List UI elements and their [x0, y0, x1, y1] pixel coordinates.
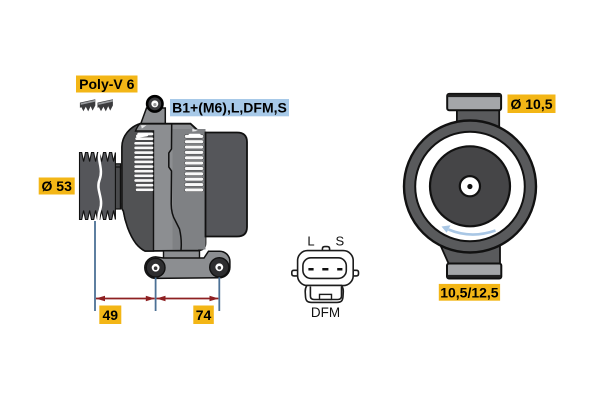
svg-text:Ø 53: Ø 53	[42, 178, 73, 194]
svg-text:L: L	[307, 233, 314, 248]
svg-text:49: 49	[103, 307, 119, 323]
svg-text:Poly-V 6: Poly-V 6	[79, 76, 134, 92]
svg-text:B1+(M6),L,DFM,S: B1+(M6),L,DFM,S	[172, 100, 287, 116]
svg-text:DFM: DFM	[311, 305, 340, 320]
svg-text:S: S	[335, 233, 344, 248]
svg-text:10,5/12,5: 10,5/12,5	[440, 284, 499, 300]
svg-text:74: 74	[196, 307, 212, 323]
svg-text:Ø 10,5: Ø 10,5	[510, 96, 552, 112]
